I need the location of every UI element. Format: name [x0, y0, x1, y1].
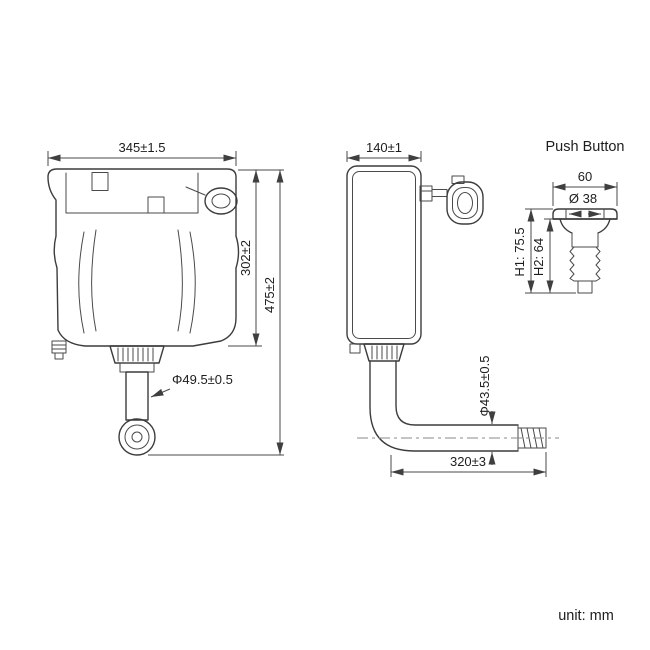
button-cap-inner-lines — [565, 208, 605, 220]
button-h2-dim-label: H2: 64 — [531, 238, 546, 276]
push-button-detail: Push Button 60 Ø 38 H1: 75.5 H2: 64 — [512, 139, 625, 294]
inlet-cover-inner — [211, 193, 231, 209]
front-body-height-dim-label: 302±2 — [238, 240, 253, 276]
actuator-top-tab — [451, 175, 465, 184]
front-recess-tab-top — [91, 172, 109, 191]
actuator-button-inner — [457, 192, 473, 214]
front-outlet-circle-inner — [131, 431, 143, 443]
front-valve-stub-lines — [51, 344, 67, 350]
side-view: 140±1 Φ43.5±0.5 320±3 — [346, 140, 559, 477]
side-pipe-inner — [395, 360, 519, 426]
front-valve-stub-tip — [54, 352, 64, 360]
inlet-cover-leader — [185, 186, 206, 196]
front-outlet-diameter-leader — [150, 388, 171, 398]
side-tank-inner-line — [352, 171, 416, 339]
front-width-dim-label: 345±1.5 — [119, 140, 166, 155]
front-outlet-diameter-label: Φ49.5±0.5 — [172, 372, 233, 387]
front-top-recess — [65, 172, 199, 214]
unit-label: unit: mm — [558, 608, 614, 624]
front-rib-right-outer — [189, 231, 196, 334]
side-pipe-thread-outline — [517, 427, 547, 449]
button-cap-diameter-label: Ø 38 — [569, 191, 597, 206]
actuator-button-mid — [452, 187, 478, 219]
button-h1-dim-label: H1: 75.5 — [512, 227, 527, 276]
front-rib-left-outer — [78, 231, 85, 334]
push-button-title: Push Button — [546, 139, 625, 155]
button-shoulder-right — [597, 218, 611, 234]
front-valve-stub — [51, 340, 67, 354]
front-pipe-step — [119, 362, 155, 373]
actuator-rod — [431, 189, 448, 197]
front-tank-outline — [47, 168, 240, 347]
button-cap — [552, 208, 618, 220]
front-view: 345±1.5 302±2 475±2 Φ49.5±0.5 — [47, 140, 284, 456]
side-pipe-diameter-label: Φ43.5±0.5 — [477, 356, 492, 417]
front-flange — [109, 345, 165, 364]
side-pipe-length-dim-label: 320±3 — [450, 454, 486, 469]
side-depth-dim-label: 140±1 — [366, 140, 402, 155]
button-barbs-right — [595, 246, 601, 282]
front-rib-right-inner — [177, 229, 183, 332]
side-tank-outline — [346, 165, 422, 345]
actuator-button-outer — [446, 181, 484, 225]
front-recess-tab-bottom — [147, 196, 165, 214]
front-flange-threads — [117, 347, 154, 362]
side-flange — [363, 343, 405, 362]
button-shoulder-left — [559, 218, 573, 234]
side-flange-threads — [371, 345, 398, 360]
button-neck — [571, 232, 599, 248]
front-total-height-dim-label: 475±2 — [262, 277, 277, 313]
inlet-cover-outer — [204, 187, 238, 215]
actuator-bracket — [419, 185, 433, 202]
front-outlet-circle-mid — [124, 424, 150, 450]
front-rib-left-inner — [91, 229, 97, 332]
front-outlet-pipe — [125, 371, 149, 421]
button-barbs-left — [569, 246, 575, 282]
button-bottom-stub — [573, 280, 597, 294]
front-outlet-circle-outer — [118, 418, 156, 456]
side-tank-foot — [349, 343, 361, 354]
side-pipe-outer — [369, 360, 519, 452]
button-width-dim-label: 60 — [578, 169, 592, 184]
